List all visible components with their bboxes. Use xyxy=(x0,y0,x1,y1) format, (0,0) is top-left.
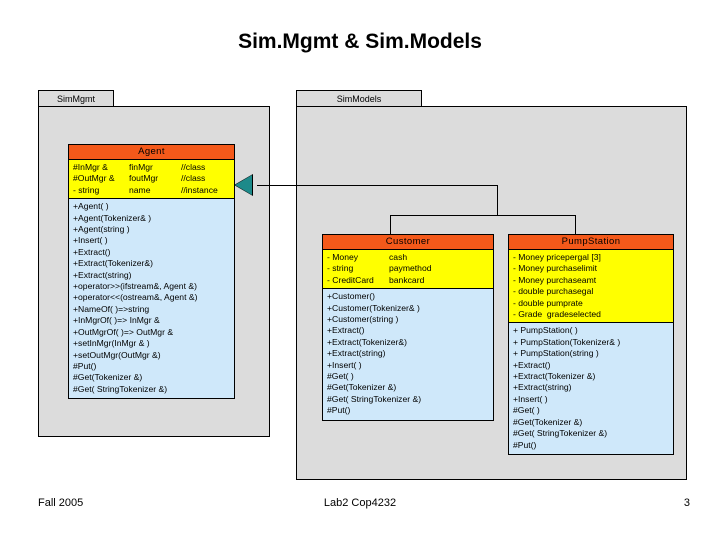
package-tab-simmodels: SimModels xyxy=(296,90,422,107)
uml-class-name-agent: Agent xyxy=(69,145,234,160)
uml-attribute-row: #OutMgr & foutMgr //class xyxy=(73,173,230,184)
uml-attribute-row: - string paymethod xyxy=(327,263,489,274)
uml-class-name-pumpstation: PumpStation xyxy=(509,235,673,250)
generalization-arrowhead xyxy=(235,175,252,195)
attribute-name: bankcard xyxy=(389,274,425,285)
page-title: Sim.Mgmt & Sim.Models xyxy=(238,30,482,53)
footer-right: 3 xyxy=(683,497,690,509)
uml-operation-row: +Customer(string ) xyxy=(327,314,399,325)
uml-operation-row: +operator<<(ostream&, Agent &) xyxy=(73,292,198,303)
uml-operation-row: +Extract(Tokenizer &) xyxy=(513,371,596,382)
generalization-line-vertical-customer xyxy=(390,215,391,234)
uml-operation-row: +Agent(Tokenizer& ) xyxy=(73,212,152,223)
uml-attribute-row: - Grade gradeselected xyxy=(513,309,601,320)
uml-attribute-row: - Money cash xyxy=(327,252,489,263)
uml-operation-row: #Put() xyxy=(513,439,537,450)
uml-operation-row: +Customer(Tokenizer& ) xyxy=(327,302,420,313)
uml-class-agent[interactable]: Agent #InMgr & finMgr //class #OutMgr & … xyxy=(68,144,235,400)
uml-operation-row: #Get(Tokenizer &) xyxy=(327,382,397,393)
uml-operation-row: + PumpStation( ) xyxy=(513,325,578,336)
uml-operation-row: +Extract(string) xyxy=(73,269,132,280)
uml-attribute-row: - Money purchaselimit xyxy=(513,263,598,274)
uml-attribute-row: - CreditCard bankcard xyxy=(327,275,489,286)
uml-attribute-row: - Money pricepergal [3] xyxy=(513,252,601,262)
uml-operation-row: #Get(Tokenizer &) xyxy=(73,372,143,383)
uml-operation-row: +Extract(Tokenizer&) xyxy=(73,258,153,269)
uml-operation-row: +Customer() xyxy=(327,291,375,302)
uml-operation-row: #Get( StringTokenizer &) xyxy=(327,393,422,404)
uml-operations-customer: +Customer() +Customer(Tokenizer& ) +Cust… xyxy=(323,289,493,420)
uml-operation-row: + PumpStation(Tokenizer& ) xyxy=(513,336,621,347)
uml-operation-row: + PumpStation(string ) xyxy=(513,348,599,359)
uml-attribute-row: - string name //instance xyxy=(73,185,230,196)
attribute-comment: //instance xyxy=(181,184,218,195)
uml-attribute-row: - double purchasegal xyxy=(513,286,594,297)
attribute-comment: //class xyxy=(181,173,206,184)
attribute-name: name xyxy=(129,184,151,195)
generalization-line-horizontal-main xyxy=(257,185,498,186)
uml-operations-agent: +Agent( ) +Agent(Tokenizer& ) +Agent(str… xyxy=(69,199,234,399)
uml-operation-row: #Put() xyxy=(73,360,97,371)
uml-operation-row: +setOutMgr(OutMgr &) xyxy=(73,349,161,360)
uml-attribute-row: #InMgr & finMgr //class xyxy=(73,162,230,173)
uml-operation-row: +Extract(Tokenizer&) xyxy=(327,336,407,347)
uml-operation-row: +Extract(string) xyxy=(513,382,572,393)
uml-operation-row: +Insert( ) xyxy=(73,235,108,246)
package-tab-label: SimMgmt xyxy=(57,94,95,104)
uml-attributes-agent: #InMgr & finMgr //class #OutMgr & foutMg… xyxy=(69,160,234,200)
generalization-line-vertical-main xyxy=(497,185,498,216)
attribute-type: #OutMgr & xyxy=(73,173,115,184)
uml-attributes-pumpstation: - Money pricepergal [3] - Money purchase… xyxy=(509,250,673,324)
uml-class-pumpstation[interactable]: PumpStation - Money pricepergal [3] - Mo… xyxy=(508,234,674,455)
footer-center: Lab2 Cop4232 xyxy=(323,497,397,509)
uml-operation-row: +Insert( ) xyxy=(513,393,548,404)
uml-operation-row: +Extract() xyxy=(327,325,365,336)
uml-operation-row: +Extract() xyxy=(73,246,111,257)
uml-operation-row: #Get( StringTokenizer &) xyxy=(73,383,168,394)
package-tab-simmgmt: SimMgmt xyxy=(38,90,114,107)
uml-operation-row: +Extract(string) xyxy=(327,348,386,359)
uml-attribute-row: - Money purchaseamt xyxy=(513,274,597,285)
attribute-name: finMgr xyxy=(129,162,153,172)
attribute-type: - CreditCard xyxy=(327,274,374,285)
uml-operation-row: #Get( StringTokenizer &) xyxy=(513,428,608,439)
attribute-type: - string xyxy=(73,184,100,195)
attribute-name: foutMgr xyxy=(129,173,159,184)
uml-operations-pumpstation: + PumpStation( ) + PumpStation(Tokenizer… xyxy=(509,323,673,454)
attribute-type: - string xyxy=(327,263,354,274)
uml-operation-row: #Get( ) xyxy=(513,405,540,416)
attribute-type: - Money xyxy=(327,252,359,262)
uml-operation-row: +setInMgr(InMgr & ) xyxy=(73,338,150,349)
uml-class-customer[interactable]: Customer - Money cash - string paymethod… xyxy=(322,234,494,421)
uml-operation-row: +OutMgrOf( )=> OutMgr & xyxy=(73,326,174,337)
uml-operation-row: +Extract() xyxy=(513,359,551,370)
uml-attribute-row: - double pumprate xyxy=(513,297,583,308)
uml-operation-row: +Agent(string ) xyxy=(73,224,130,235)
generalization-line-horizontal-branch xyxy=(390,215,576,216)
attribute-name: cash xyxy=(389,252,408,262)
uml-operation-row: +NameOf( )=>string xyxy=(73,303,150,314)
uml-operation-row: +operator>>(ifstream&, Agent &) xyxy=(73,281,197,292)
attribute-name: paymethod xyxy=(389,263,432,274)
attribute-type: #InMgr & xyxy=(73,162,108,172)
generalization-line-vertical-pumpstation xyxy=(575,215,576,234)
uml-class-name-customer: Customer xyxy=(323,235,493,250)
uml-operation-row: #Put() xyxy=(327,405,351,416)
uml-attributes-customer: - Money cash - string paymethod - Credit… xyxy=(323,250,493,290)
uml-operation-row: +Insert( ) xyxy=(327,359,362,370)
uml-operation-row: #Get(Tokenizer &) xyxy=(513,416,583,427)
attribute-comment: //class xyxy=(181,162,206,172)
footer-left: Fall 2005 xyxy=(38,497,84,509)
uml-operation-row: +Agent( ) xyxy=(73,201,109,212)
package-tab-label: SimModels xyxy=(336,94,382,104)
uml-operation-row: #Get( ) xyxy=(327,371,354,382)
uml-operation-row: +InMgrOf( )=> InMgr & xyxy=(73,315,160,326)
